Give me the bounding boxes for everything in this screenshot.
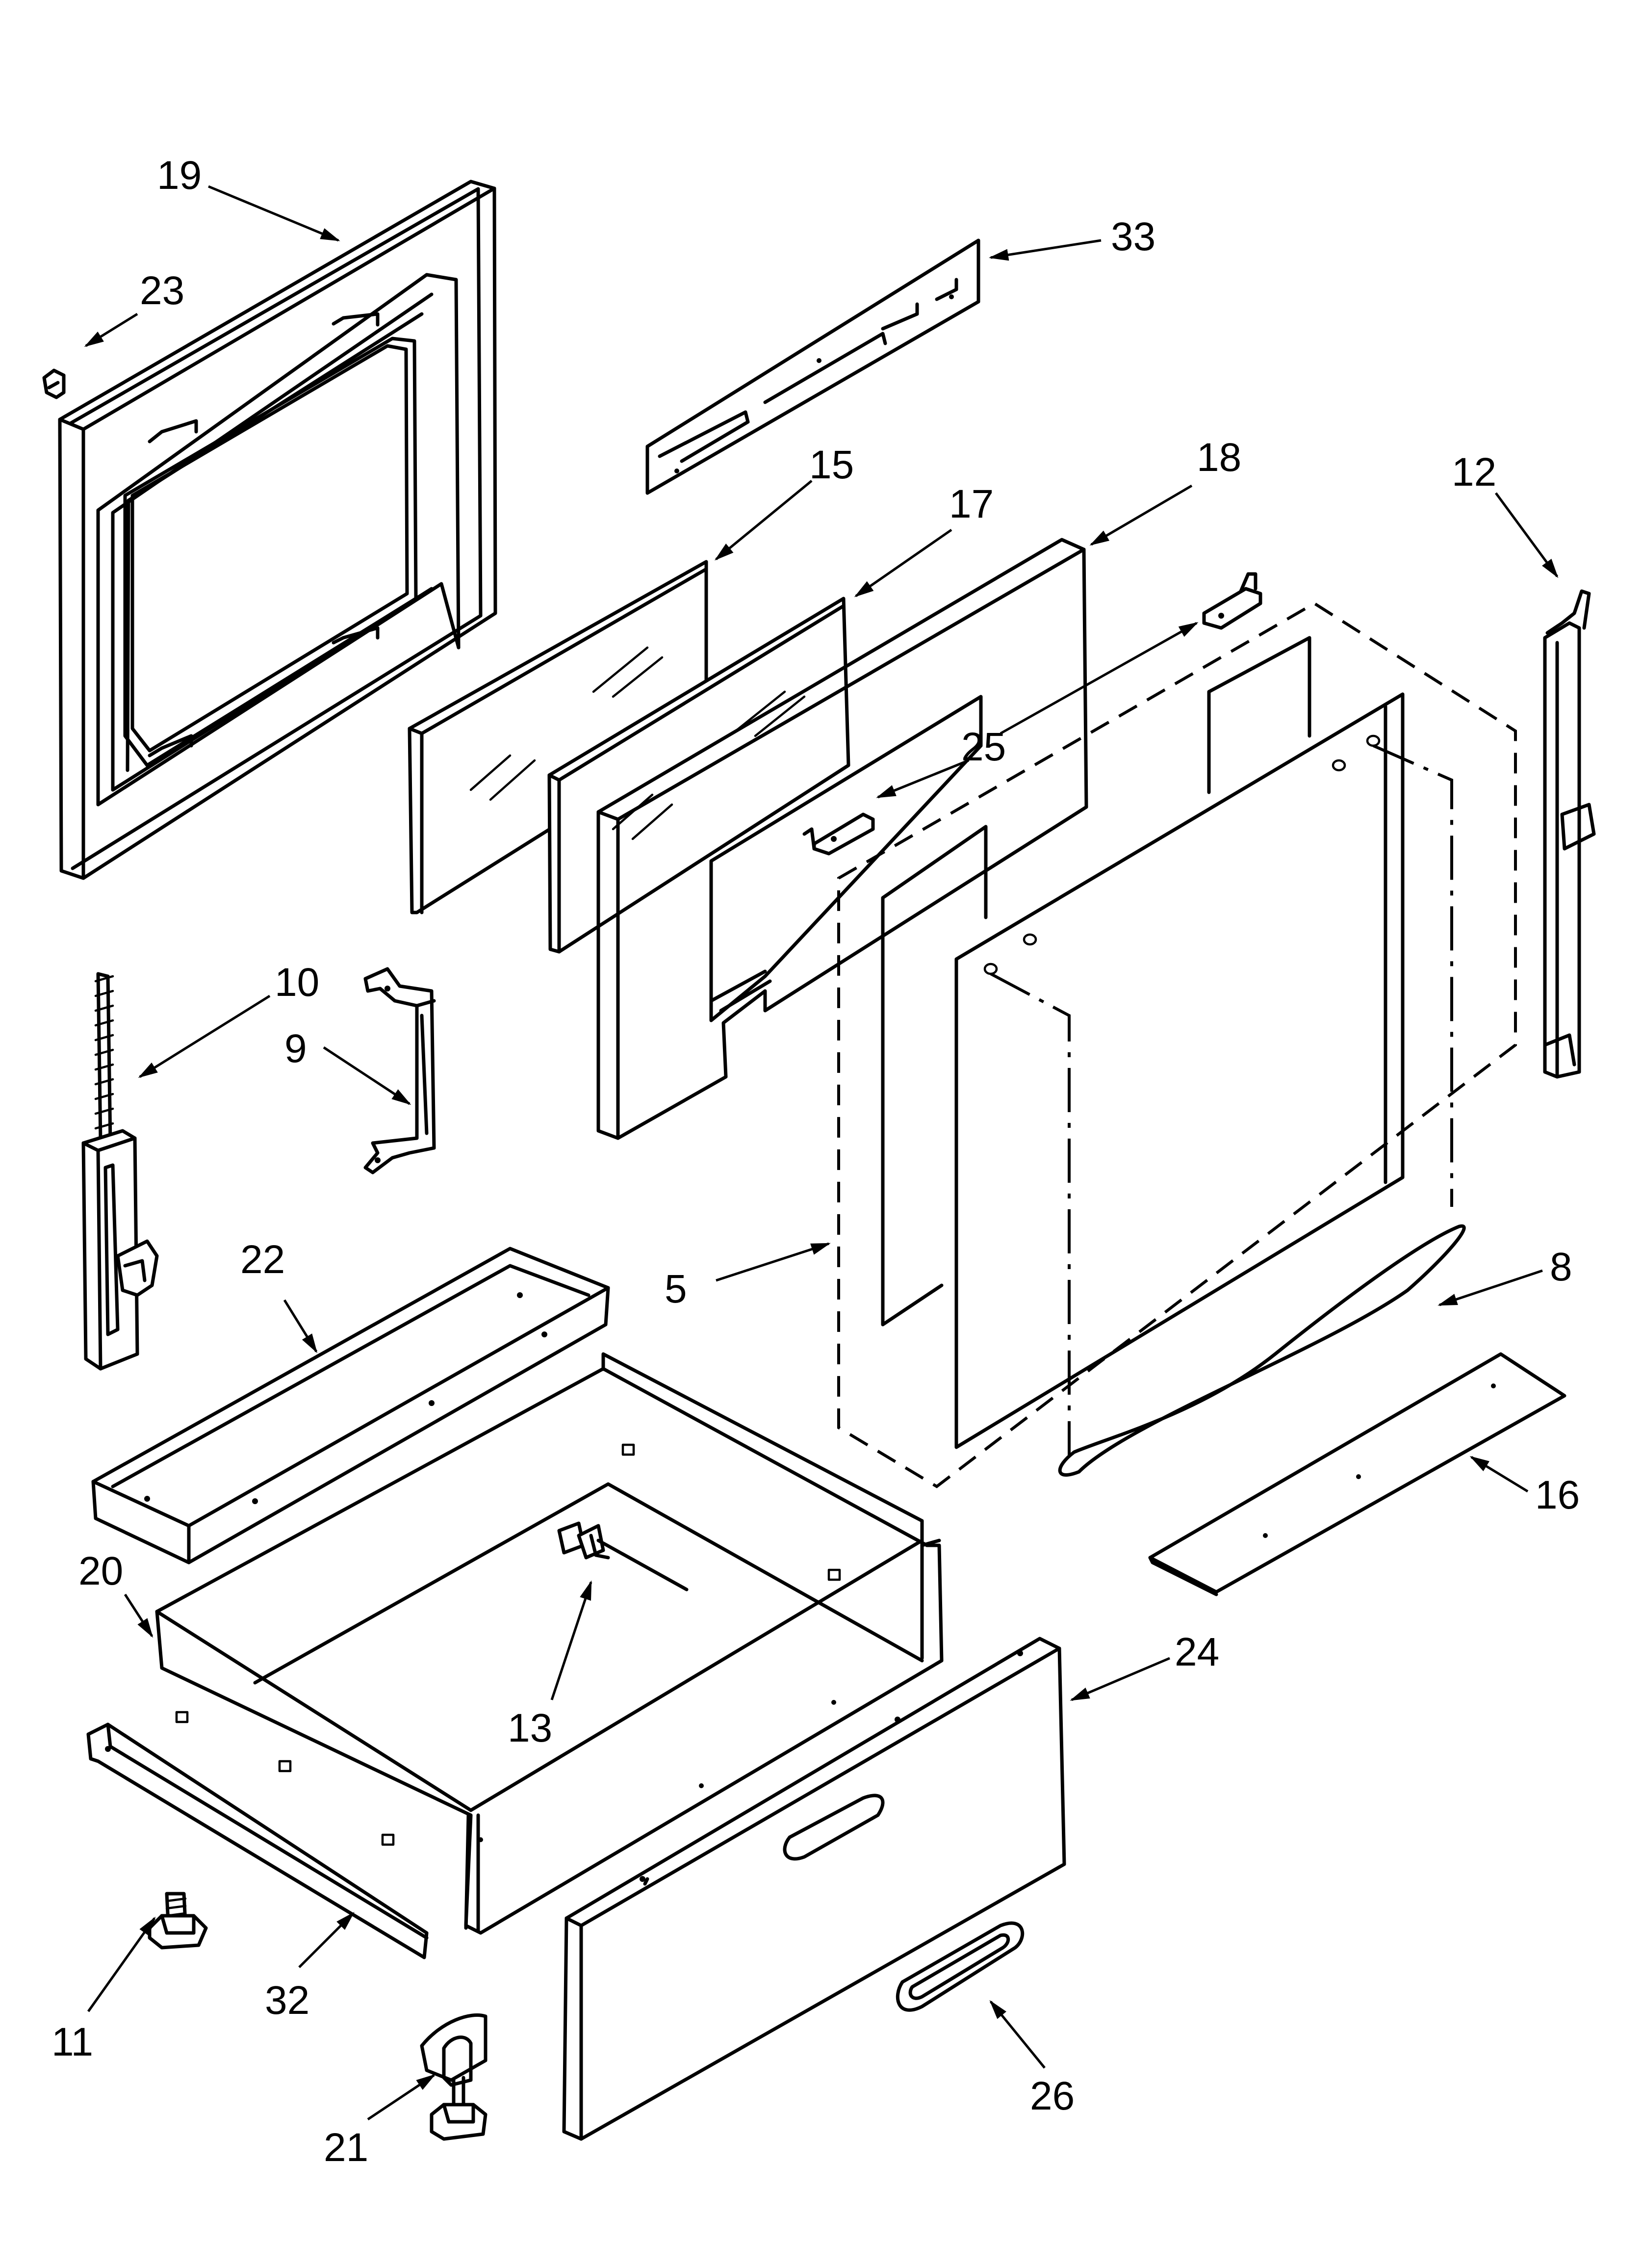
- callout-18: 18: [1197, 435, 1241, 480]
- part-20-drawer-box: [155, 1352, 944, 1935]
- callout-9: 9: [284, 1026, 307, 1071]
- part-21-leg-assembly: [420, 2013, 487, 2141]
- callout-16: 16: [1535, 1473, 1580, 1517]
- part-32-front-rail: [86, 1722, 429, 1959]
- part-17-glass-panel: [547, 597, 850, 954]
- callout-11: 11: [51, 2020, 93, 2064]
- callout-17: 17: [949, 482, 994, 526]
- callout-12: 12: [1452, 450, 1496, 495]
- callout-10: 10: [275, 960, 319, 1005]
- part-25-bracket-upper: [1202, 572, 1262, 630]
- part-23-clip: [42, 368, 66, 399]
- callout-15: 15: [809, 443, 854, 487]
- part-13-sensor: [557, 1521, 689, 1591]
- leader-lines: [84, 185, 1559, 2121]
- part-9-bracket: [363, 967, 436, 1174]
- callout-13: 13: [508, 1706, 552, 1750]
- callout-5: 5: [665, 1267, 687, 1311]
- part-18-insulation: [596, 538, 1088, 1140]
- part-10-hinge: [81, 972, 159, 1371]
- part-25-bracket-lower: [802, 812, 875, 856]
- callout-24: 24: [1175, 1630, 1219, 1674]
- callout-26: 26: [1030, 2074, 1075, 2118]
- part-12-side-bracket: [1543, 589, 1596, 1079]
- part-11-leveling-leg: [148, 1892, 208, 1950]
- callout-8: 8: [1550, 1245, 1572, 1289]
- part-16-bottom-strip: [1148, 1352, 1566, 1596]
- part-33-trim-strip: [645, 238, 980, 495]
- part-inner-door-frame: [881, 636, 1453, 1457]
- callout-19: 19: [157, 153, 202, 198]
- callout-21: 21: [324, 2125, 368, 2170]
- part-26-handle: [896, 1921, 1025, 2012]
- part-19-outer-door-panel: [58, 180, 497, 880]
- callout-labels: 19 23 33 15 17 18 12 25 10 9 22 5 8 16 2…: [51, 153, 1580, 2170]
- callout-25: 25: [961, 725, 1006, 769]
- part-22-tray: [91, 1247, 610, 1564]
- part-8-gasket: [1058, 1224, 1466, 1477]
- part-5-door-assembly-outline: [837, 601, 1517, 1488]
- part-24-drawer-front: [562, 1637, 1066, 2141]
- callout-22: 22: [240, 1237, 285, 1282]
- callout-32: 32: [265, 1978, 309, 2023]
- callout-33: 33: [1111, 214, 1155, 259]
- callout-23: 23: [140, 268, 184, 313]
- callout-20: 20: [78, 1549, 123, 1593]
